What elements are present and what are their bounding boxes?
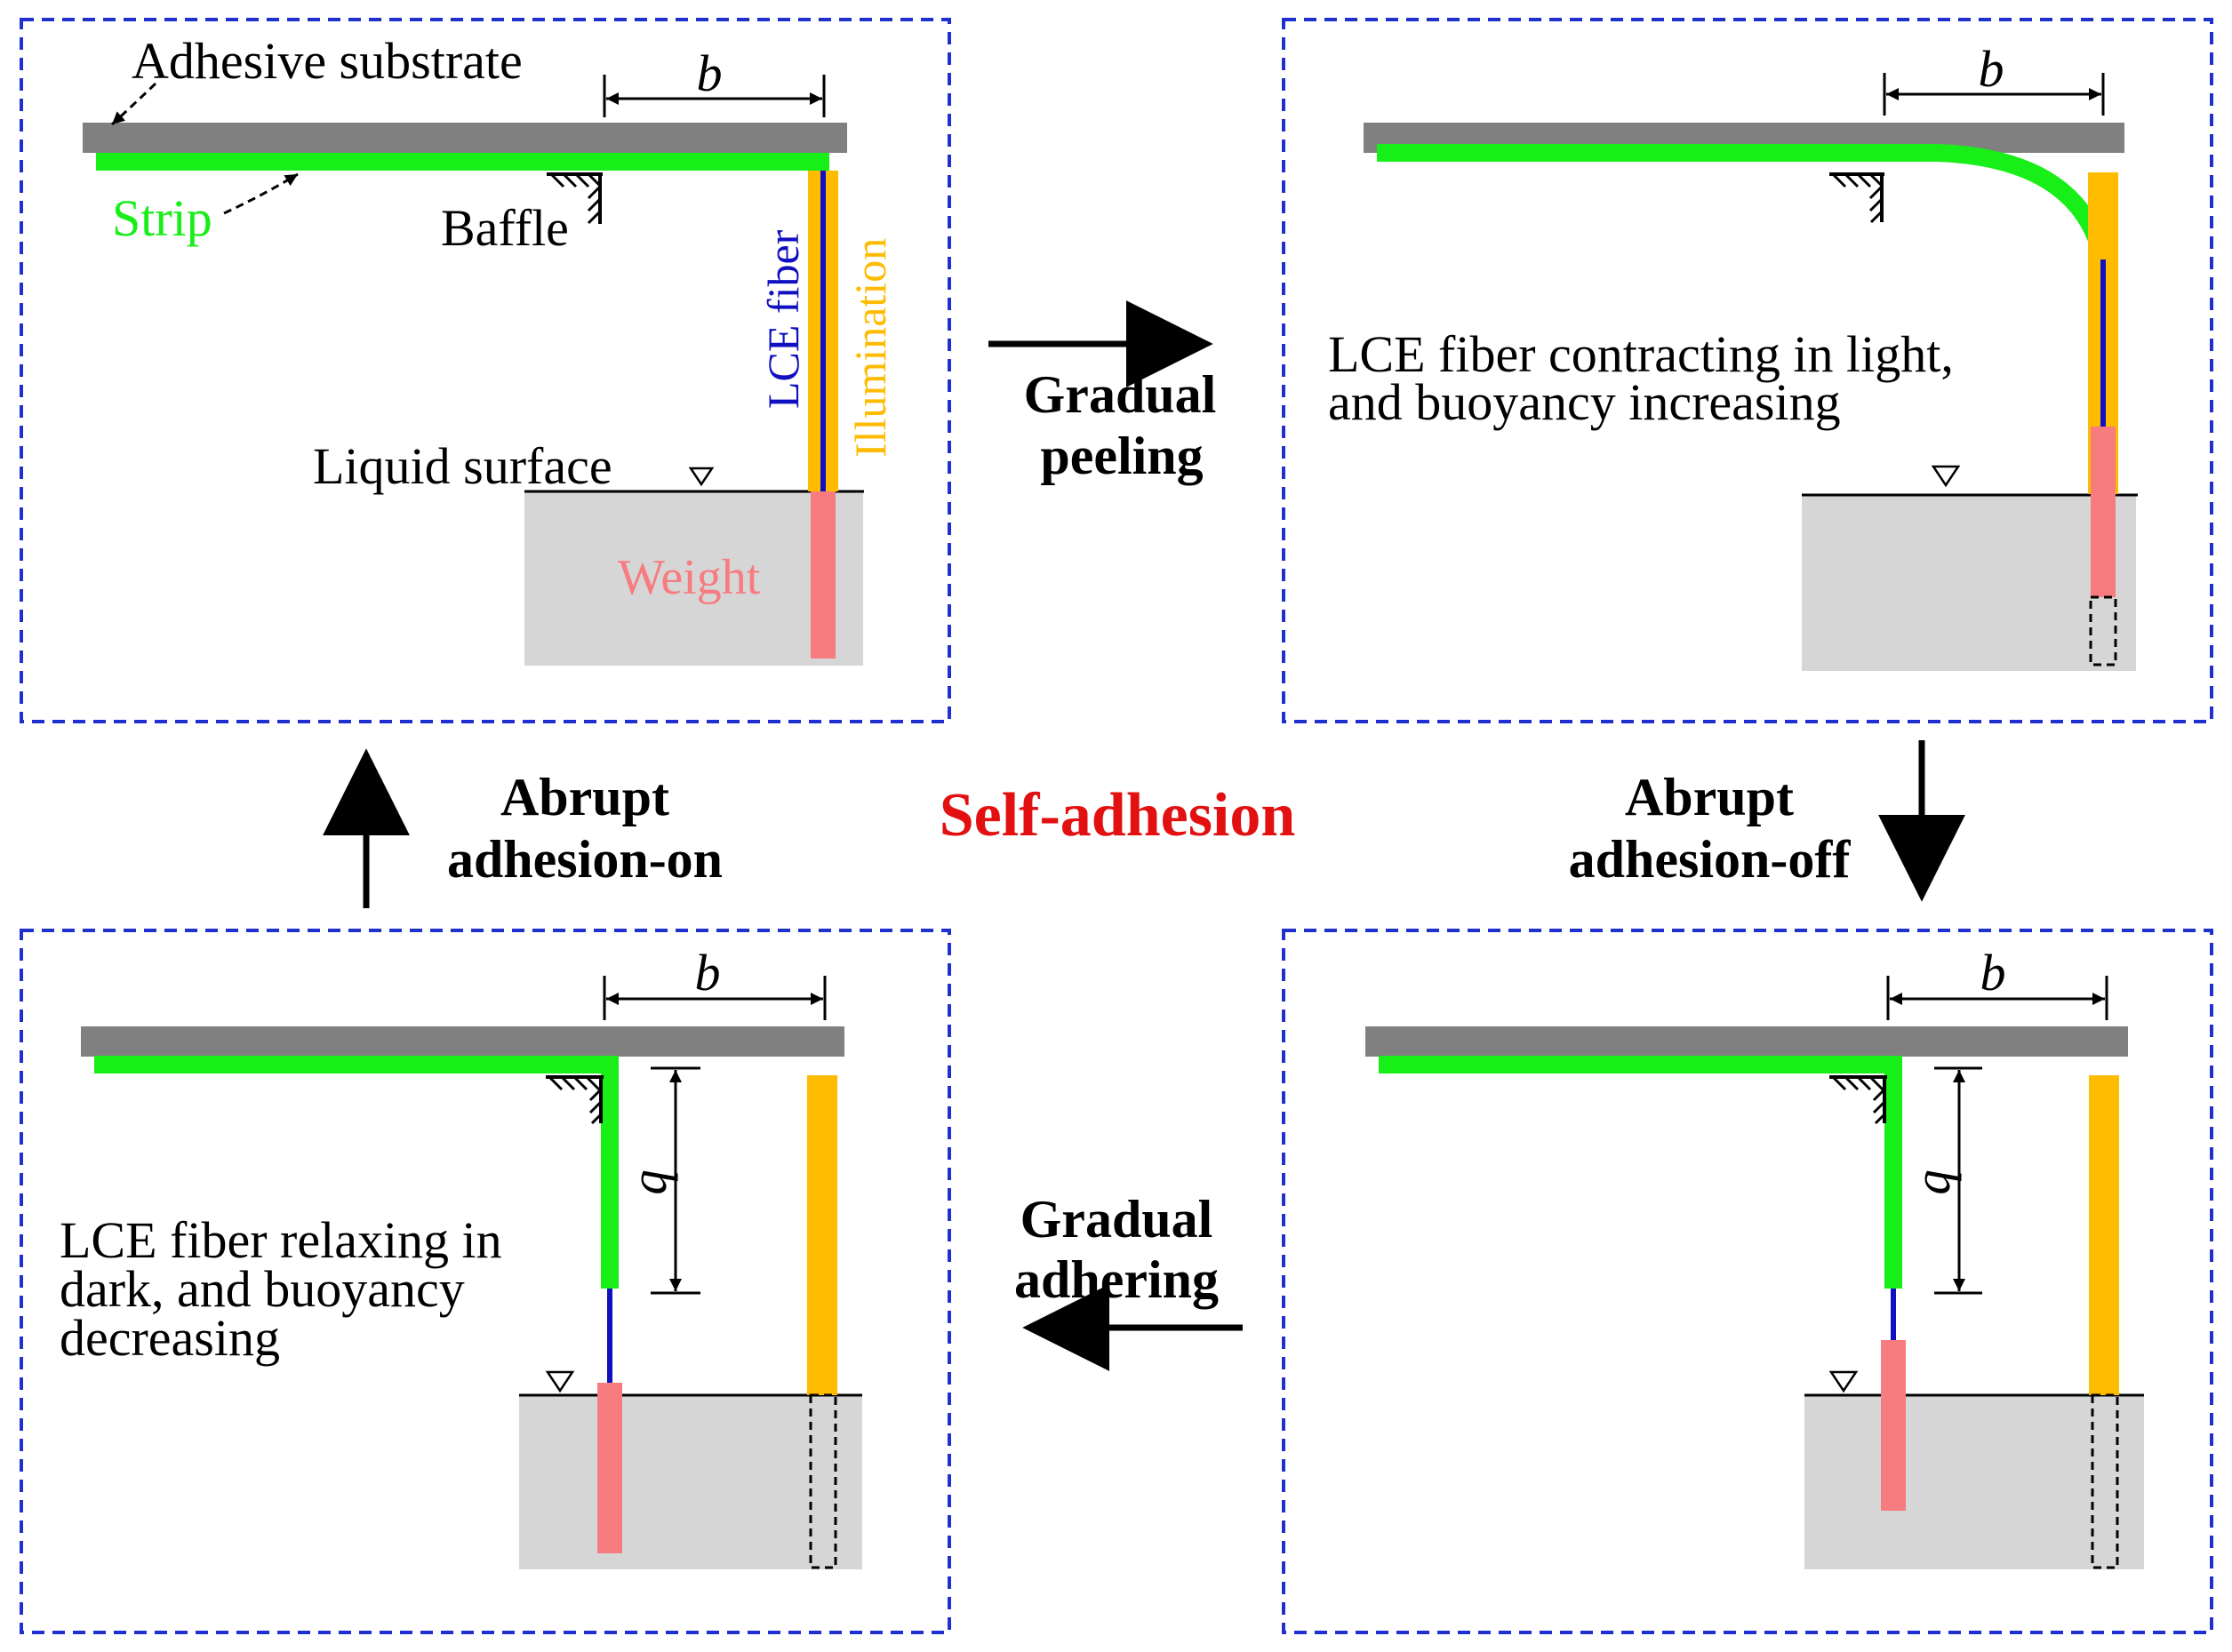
dimension-b-horizontal — [603, 976, 827, 1020]
illumination-label: Illumination — [845, 238, 895, 458]
center-title: Self-adhesion — [940, 781, 1296, 850]
adhesive-substrate — [1365, 1026, 2128, 1057]
strip-label: Strip — [112, 189, 212, 247]
transition-abrupt-adhesion-on: Abrupt adhesion-on — [323, 748, 723, 908]
adhesive-substrate — [83, 123, 847, 153]
illumination-beam — [2089, 1075, 2119, 1395]
dimension-b — [1883, 73, 2105, 116]
caption-line-2: dark, and buoyancy — [60, 1260, 465, 1318]
dimension-b-vertical — [651, 1066, 700, 1295]
panel-frame — [1282, 18, 2213, 723]
transition-label-line-2: adhering — [1014, 1250, 1219, 1309]
dimension-b-vertical — [1934, 1066, 1982, 1295]
baffle-icon — [1829, 172, 1884, 224]
dimension-b-horizontal-label: b — [1980, 944, 2006, 1002]
dimension-b-label: b — [1979, 40, 2004, 98]
weight — [811, 491, 836, 658]
panel-initial-state: b Adhesive substrate Strip Baffle LCE fi… — [20, 18, 951, 723]
illumination-beam — [807, 1075, 837, 1395]
panel-detached-state: b b — [1282, 929, 2213, 1634]
panel-frame — [20, 18, 951, 723]
dimension-b-horizontal — [1886, 976, 2108, 1020]
dimension-b-vertical-label: b — [630, 1169, 688, 1195]
weight — [2091, 427, 2116, 597]
baffle-label: Baffle — [441, 199, 569, 257]
baffle-icon — [1829, 1075, 1887, 1125]
liquid-bath — [1804, 1395, 2144, 1569]
transition-label-line-1: Abrupt — [1625, 768, 1794, 826]
weight-label: Weight — [618, 550, 761, 605]
liquid-level-icon — [545, 1370, 575, 1393]
liquid-level-icon — [688, 467, 715, 487]
strip — [96, 153, 829, 171]
caption-line-1: LCE fiber contracting in light, — [1328, 325, 1954, 383]
dimension-b-vertical-label: b — [1914, 1169, 1972, 1195]
lce-fiber-label: LCE fiber — [758, 229, 808, 409]
caption-line-1: LCE fiber relaxing in — [60, 1211, 502, 1269]
transition-label-line-1: Gradual — [1020, 1190, 1213, 1249]
baffle-icon — [547, 172, 603, 225]
strip-pointer — [223, 172, 299, 215]
weight — [597, 1383, 622, 1553]
transition-label-line-2: adhesion-on — [447, 830, 723, 889]
transition-abrupt-adhesion-off: Abrupt adhesion-off — [1569, 740, 1965, 902]
panel-adhering-state: b b LCE fiber relaxing in dark, and buoy… — [20, 929, 951, 1634]
liquid-bath — [519, 1395, 862, 1569]
illumination-previous-position — [809, 1393, 837, 1569]
strip — [1377, 144, 2110, 262]
weight-previous-position — [2089, 595, 2117, 666]
dimension-b-horizontal-label: b — [695, 944, 721, 1002]
adhesive-substrate-pointer — [110, 82, 157, 126]
caption-line-2: and buoyancy increasing — [1328, 373, 1841, 431]
liquid-bath — [524, 491, 863, 666]
strip — [1379, 1056, 1902, 1289]
transition-gradual-adhering: Gradual adhering — [1014, 1190, 1243, 1371]
caption-line-3: decreasing — [60, 1309, 280, 1367]
transition-label-line-2: peeling — [1040, 427, 1203, 485]
liquid-bath — [1802, 495, 2136, 671]
dimension-b — [603, 75, 826, 117]
adhesive-substrate-label: Adhesive substrate — [132, 32, 523, 90]
panel-peeling-state: b LCE fiber contracting in light, and bu… — [1282, 18, 2213, 723]
transition-label-line-1: Gradual — [1024, 365, 1217, 424]
liquid-level-icon — [1828, 1370, 1859, 1393]
transition-gradual-peeling: Gradual peeling — [988, 300, 1217, 485]
transition-label-line-1: Abrupt — [500, 768, 669, 826]
weight — [1881, 1340, 1906, 1511]
dimension-b-label: b — [697, 44, 723, 102]
adhesive-substrate — [81, 1026, 844, 1057]
illumination-previous-position — [2091, 1393, 2119, 1569]
panel-frame — [20, 929, 951, 1634]
strip — [94, 1056, 619, 1289]
panel-frame — [1282, 929, 2213, 1634]
liquid-surface-label: Liquid surface — [313, 437, 612, 495]
transition-label-line-2: adhesion-off — [1569, 830, 1852, 889]
baffle-icon — [546, 1075, 604, 1125]
liquid-level-icon — [1931, 465, 1961, 488]
